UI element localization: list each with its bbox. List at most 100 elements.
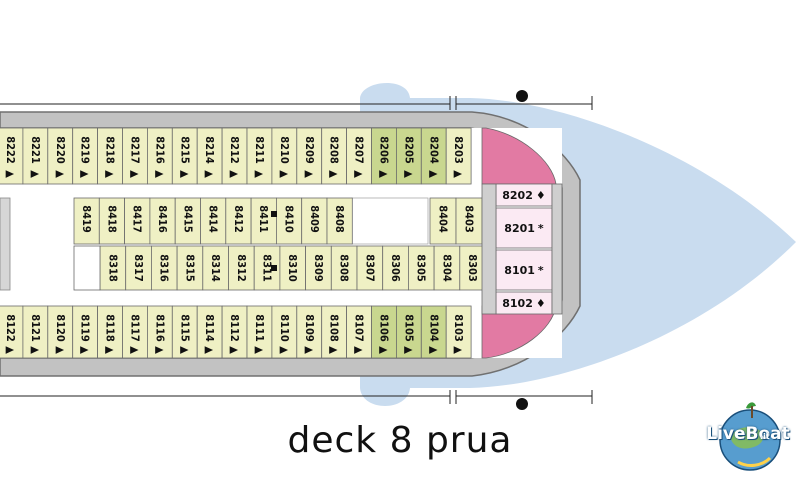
cabin-8312 bbox=[228, 245, 255, 291]
cabin-label-8120: 8120 bbox=[54, 314, 67, 342]
cabin-arrow-8111: ▲ bbox=[253, 346, 266, 354]
cabin-8115 bbox=[171, 305, 198, 359]
cabin-arrow-8204: ▲ bbox=[427, 170, 440, 178]
cabin-8303 bbox=[459, 245, 486, 291]
cabin-8416 bbox=[149, 197, 176, 245]
suite-label-8102: 8102♦ bbox=[502, 297, 546, 310]
marker-dot-bottom bbox=[516, 398, 528, 410]
cabin-8306 bbox=[382, 245, 409, 291]
cabin-8114 bbox=[196, 305, 223, 359]
cabin-label-8114: 8114 bbox=[203, 314, 216, 342]
cabin-label-8119: 8119 bbox=[79, 314, 92, 342]
cabin-8217 bbox=[122, 127, 148, 185]
cabin-label-8116: 8116 bbox=[153, 314, 166, 342]
cabin-8218 bbox=[97, 127, 123, 185]
suite-number: 8202 bbox=[502, 189, 533, 202]
cabin-arrow-8103: ▲ bbox=[452, 346, 465, 354]
cabin-8305 bbox=[407, 245, 435, 291]
cabin-arrow-8221: ▲ bbox=[29, 170, 42, 178]
cabin-label-8107: 8107 bbox=[353, 314, 366, 342]
cabin-label-8312: 8312 bbox=[235, 254, 248, 282]
cabin-8119 bbox=[72, 305, 98, 359]
cabin-label-8216: 8216 bbox=[153, 136, 166, 164]
cabin-label-8222: 8222 bbox=[4, 136, 17, 164]
cabin-arrow-8114: ▲ bbox=[203, 346, 216, 354]
cabin-8110 bbox=[271, 305, 298, 359]
cabin-8108 bbox=[321, 305, 348, 359]
suite-corridor bbox=[481, 183, 497, 315]
cabin-arrow-8206: ▲ bbox=[377, 170, 390, 178]
cabin-arrow-8208: ▲ bbox=[328, 170, 341, 178]
cabin-label-8212: 8212 bbox=[228, 136, 241, 164]
cabin-8112 bbox=[221, 305, 248, 359]
cabin-label-8203: 8203 bbox=[452, 136, 465, 164]
cabin-arrow-8214: ▲ bbox=[203, 170, 216, 178]
cabin-8207 bbox=[346, 127, 372, 185]
cabin-arrow-8115: ▲ bbox=[178, 346, 191, 354]
cabin-8414 bbox=[200, 197, 227, 245]
corridor-gap bbox=[73, 245, 101, 291]
cabin-label-8314: 8314 bbox=[209, 254, 222, 282]
cabin-label-8317: 8317 bbox=[132, 254, 145, 282]
cabin-arrow-8112: ▲ bbox=[228, 346, 241, 354]
cabin-8403 bbox=[455, 197, 483, 245]
cabin-arrow-8211: ▲ bbox=[253, 170, 266, 178]
cabin-arrow-8106: ▲ bbox=[377, 346, 390, 354]
cabin-8103 bbox=[445, 305, 472, 359]
cabin-label-8218: 8218 bbox=[104, 136, 117, 164]
cabin-label-8104: 8104 bbox=[427, 314, 440, 342]
cabin-8210 bbox=[271, 127, 298, 185]
cabin-8204 bbox=[420, 127, 447, 185]
suite-number: 8102 bbox=[502, 297, 533, 310]
cabin-arrow-8109: ▲ bbox=[303, 346, 316, 354]
suite-label-8201: 8201* bbox=[504, 222, 544, 235]
cabin-label-8210: 8210 bbox=[278, 136, 291, 164]
cabin-label-8205: 8205 bbox=[402, 136, 415, 164]
cabin-arrow-8207: ▲ bbox=[353, 170, 366, 178]
bow-bulkhead bbox=[551, 183, 563, 315]
cabin-label-8416: 8416 bbox=[156, 205, 169, 233]
cabin-8317 bbox=[125, 245, 152, 291]
connecting-door-marker bbox=[271, 265, 277, 271]
cabin-layer: 8222▲8221▲8220▲8219▲8218▲8217▲8216▲8215▲… bbox=[0, 127, 563, 359]
logo-name: LiveBoat bbox=[706, 424, 790, 444]
cabin-label-8408: 8408 bbox=[333, 205, 346, 233]
cabin-label-8409: 8409 bbox=[308, 205, 321, 233]
cabin-8418 bbox=[98, 197, 126, 245]
cabin-arrow-8210: ▲ bbox=[278, 170, 291, 178]
cabin-arrow-8217: ▲ bbox=[128, 170, 141, 178]
cabin-label-8214: 8214 bbox=[203, 136, 216, 164]
cabin-arrow-8107: ▲ bbox=[353, 346, 366, 354]
cabin-label-8411: 8411 bbox=[257, 205, 270, 233]
page-title: deck 8 prua bbox=[287, 420, 513, 461]
cabin-label-8316: 8316 bbox=[158, 254, 171, 282]
cabin-arrow-8203: ▲ bbox=[452, 170, 465, 178]
cabin-arrow-8121: ▲ bbox=[29, 346, 42, 354]
cabin-arrow-8218: ▲ bbox=[104, 170, 117, 178]
cabin-label-8221: 8221 bbox=[29, 136, 42, 164]
cabin-label-8410: 8410 bbox=[283, 205, 296, 233]
cabin-8216 bbox=[146, 127, 173, 185]
cabin-8408 bbox=[326, 197, 353, 245]
cabin-arrow-8118: ▲ bbox=[104, 346, 117, 354]
cabin-label-8110: 8110 bbox=[278, 314, 291, 342]
cabin-label-8109: 8109 bbox=[303, 314, 316, 342]
cabin-arrow-8120: ▲ bbox=[54, 346, 67, 354]
cabin-label-8111: 8111 bbox=[253, 314, 266, 342]
cabin-8308 bbox=[330, 245, 358, 291]
connecting-door-marker bbox=[271, 211, 277, 217]
suite-mark: ♦ bbox=[536, 297, 546, 310]
cabin-label-8122: 8122 bbox=[4, 314, 17, 342]
cabin-label-8117: 8117 bbox=[128, 314, 141, 342]
cabin-arrow-8108: ▲ bbox=[328, 346, 341, 354]
cabin-8221 bbox=[22, 127, 49, 185]
cabin-label-8309: 8309 bbox=[312, 254, 325, 282]
dimension-markers bbox=[0, 96, 593, 404]
suite-number: 8201 bbox=[504, 222, 535, 235]
globe-icon bbox=[719, 402, 781, 471]
cabin-label-8311: 8311 bbox=[261, 254, 274, 282]
logo-suffix: .it bbox=[760, 432, 770, 441]
cabin-8419 bbox=[73, 197, 100, 245]
cabin-8106 bbox=[371, 305, 397, 359]
cabin-label-8318: 8318 bbox=[106, 254, 119, 282]
